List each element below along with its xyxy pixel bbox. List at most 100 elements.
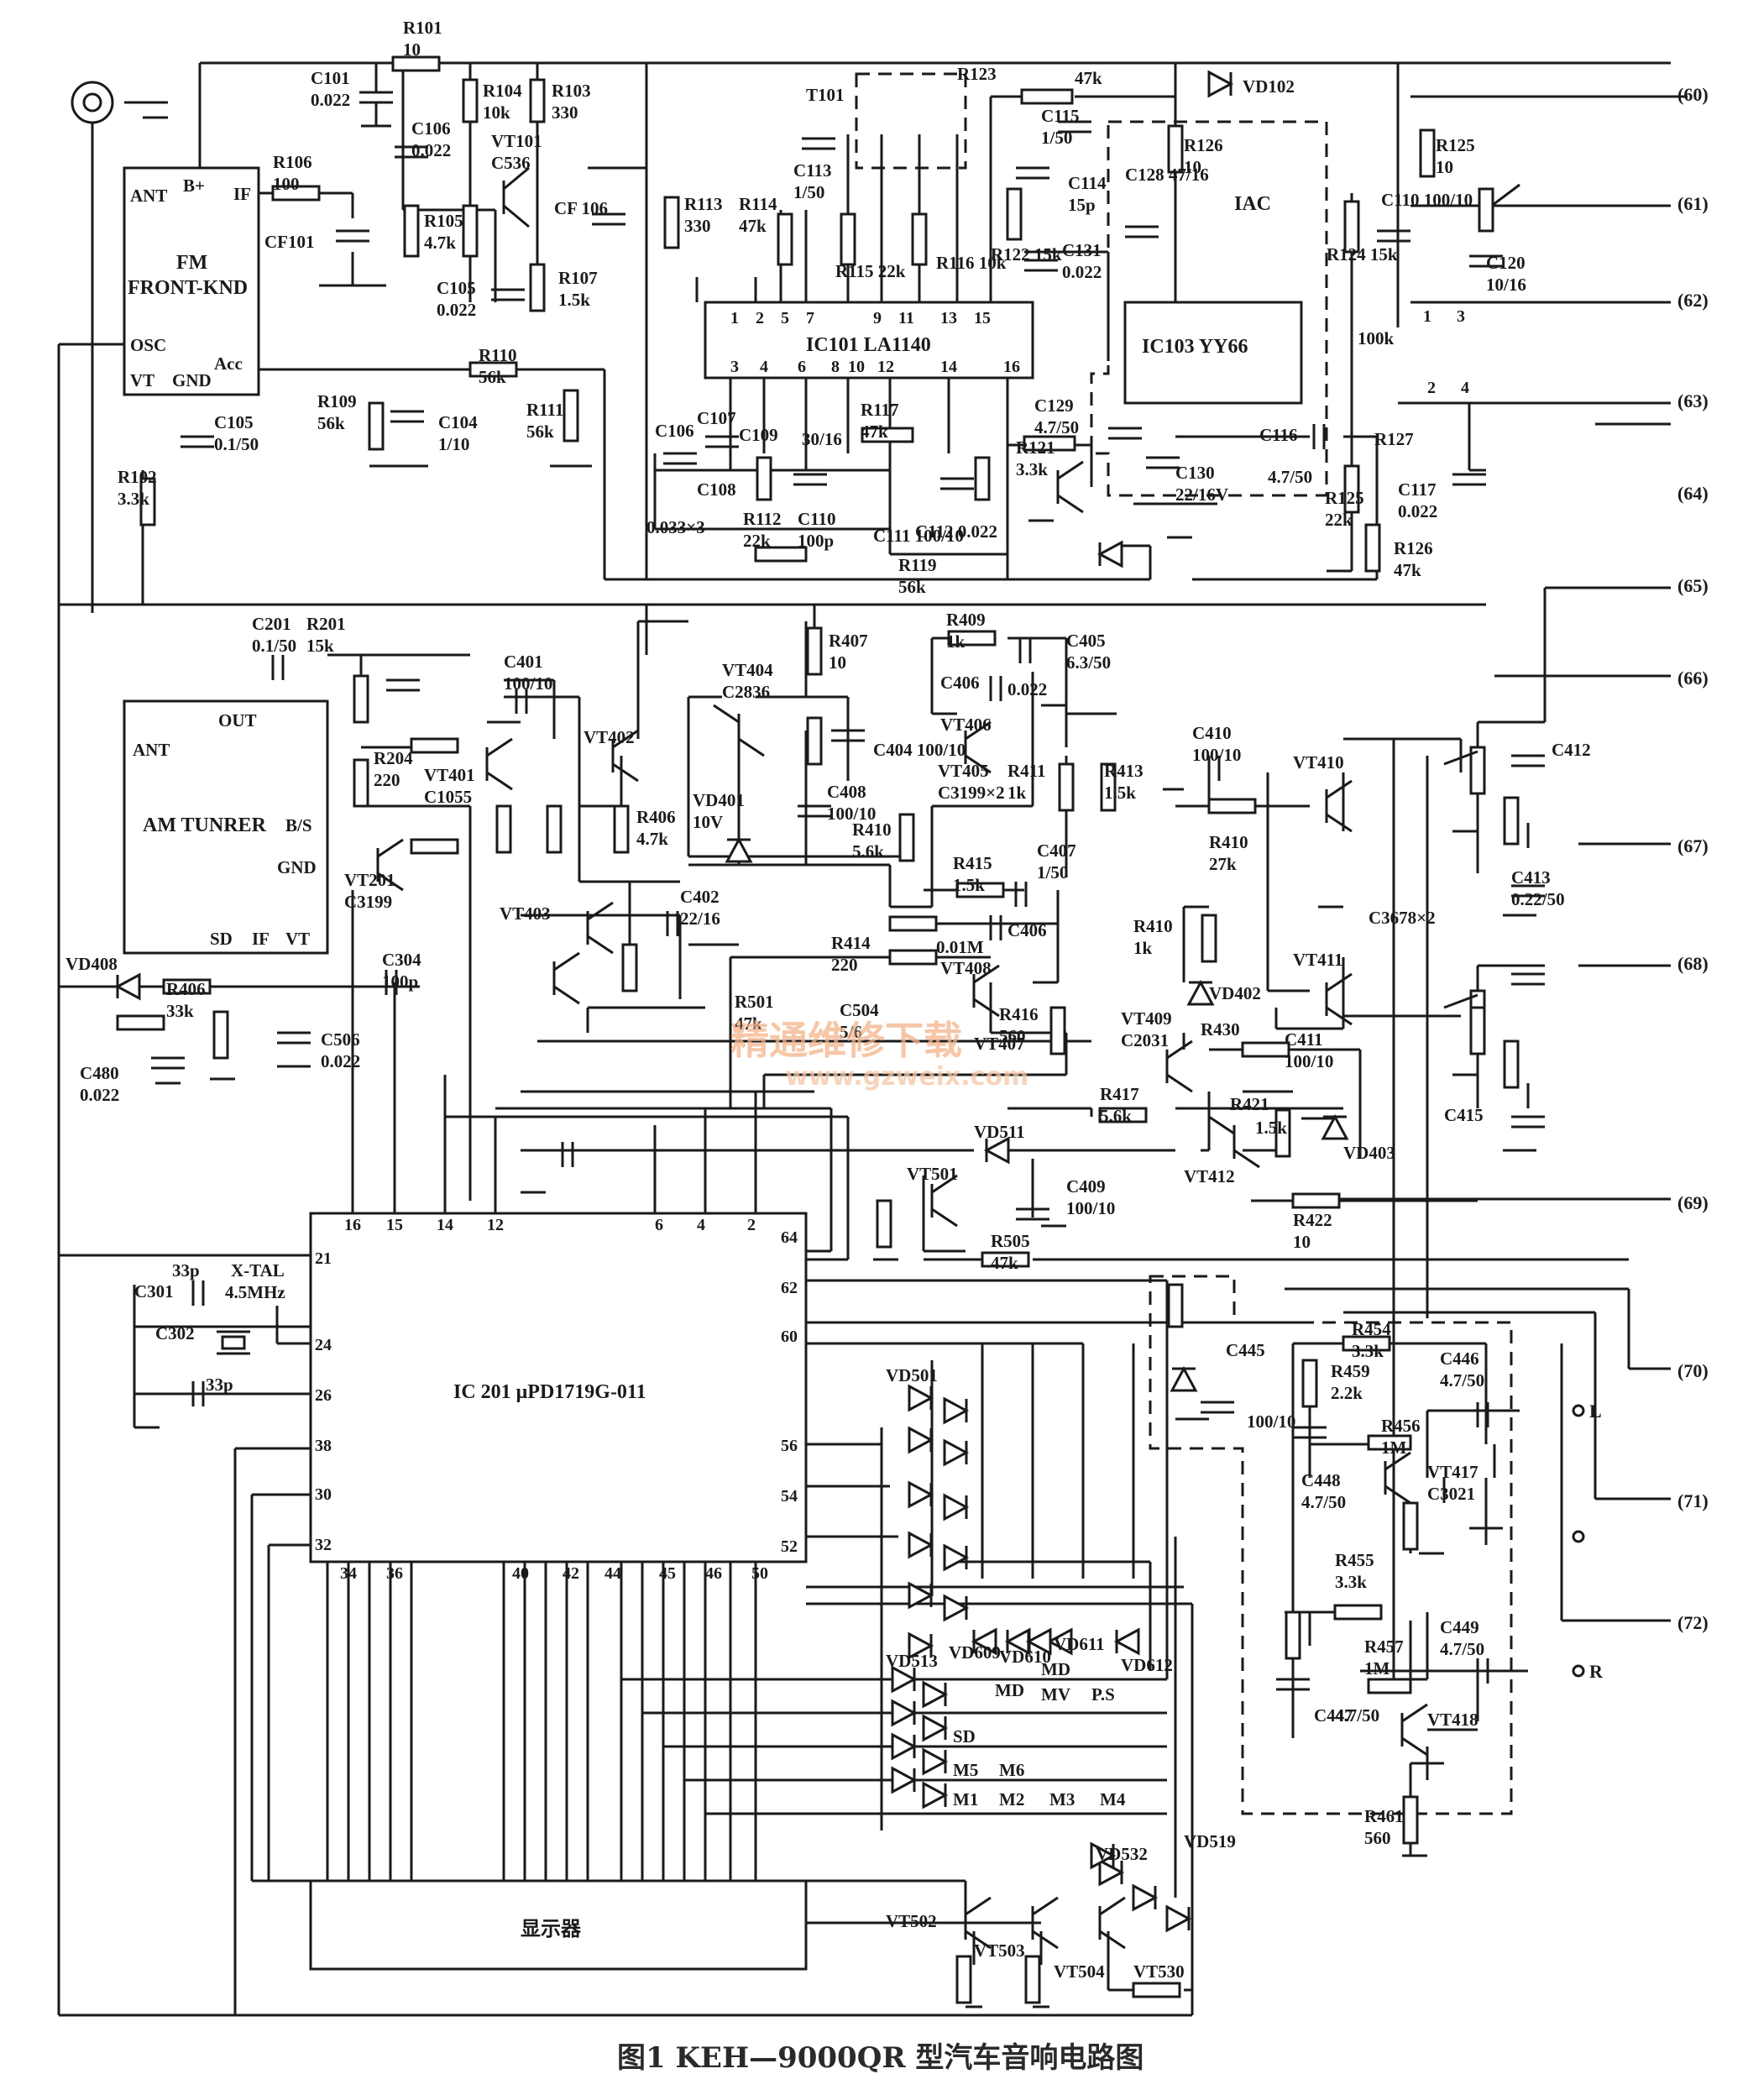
transistors — [376, 166, 1428, 1950]
ic101-pin-3: 3 — [730, 358, 739, 376]
c131-value: 0.022 — [1062, 262, 1102, 282]
c411-ref: C411 — [1285, 1029, 1323, 1050]
r101-ref: R101 — [403, 18, 442, 38]
r201-ref: R201 — [306, 614, 346, 634]
left-output-label: L — [1589, 1401, 1602, 1422]
vd501-ref: VD501 — [886, 1365, 938, 1385]
c117-value: 0.022 — [1398, 501, 1437, 521]
r414-value: 220 — [831, 955, 858, 975]
vd513-ref: VD513 — [886, 1651, 938, 1671]
c105a-value: 0.022 — [437, 300, 476, 320]
c415-ref: C415 — [1444, 1105, 1484, 1125]
vd511-ref: VD511 — [974, 1122, 1025, 1142]
r413-value: 1.5k — [1104, 783, 1136, 803]
r409-value: 1k — [946, 631, 966, 652]
matrix-diode-b-0 — [943, 1396, 970, 1425]
r417-ref: R417 — [1100, 1084, 1139, 1104]
r0-value: 0.01M — [936, 937, 984, 957]
vd102-diode — [1207, 70, 1234, 98]
right-output-label: R — [1589, 1661, 1604, 1682]
ic201-pin-15: 15 — [386, 1216, 403, 1234]
r410a-ref: R410 — [852, 820, 892, 840]
r126a-ref: R126 — [1184, 135, 1223, 155]
c304-value: 100p — [382, 971, 418, 992]
r415-value: 1.5k — [953, 875, 985, 895]
terminal-63: (63) — [1677, 390, 1709, 411]
r422-value: 10 — [1293, 1232, 1311, 1252]
am-vt-pin: VT — [285, 929, 310, 949]
terminal-61: (61) — [1677, 193, 1709, 214]
c449-value: 4.7/50 — [1440, 1639, 1484, 1659]
matrix-diode-b-1 — [943, 1438, 970, 1467]
r105-value: 4.7k — [424, 233, 456, 253]
c413-ref: C413 — [1511, 867, 1551, 888]
ic201-pin-12: 12 — [487, 1216, 504, 1234]
c410-ref: C410 — [1192, 723, 1232, 743]
vt201-value: C3199 — [344, 892, 392, 912]
vd401-diode — [725, 836, 753, 863]
fm-if-pin: IF — [233, 184, 251, 204]
c480-ref: C480 — [80, 1063, 119, 1083]
display-key-ps: P.S — [1091, 1684, 1115, 1705]
matrix-diode-d-0 — [922, 1680, 949, 1709]
r117-value: 47k — [861, 422, 888, 442]
display-key-m3: M3 — [1049, 1789, 1075, 1809]
matrix-diode-c-3 — [891, 1766, 918, 1794]
display-key-m4: M4 — [1100, 1789, 1126, 1809]
c116-value: 4.7/50 — [1268, 467, 1312, 487]
ic101-pin-14: 14 — [940, 358, 957, 376]
c114-ref: C114 — [1068, 173, 1107, 193]
vt417-ref: VT417 — [1427, 1462, 1478, 1482]
vd610-ref: VD610 — [999, 1647, 1051, 1667]
vd612-ref: VD612 — [1121, 1655, 1173, 1675]
c105b-value: 0.1/50 — [214, 434, 259, 454]
c114-value: 15p — [1068, 195, 1096, 215]
r115-ref: R115 22k — [835, 261, 906, 281]
matrix-diode-a-2 — [908, 1480, 934, 1509]
am-sd-pin: SD — [210, 929, 233, 949]
r113-value: 330 — [684, 216, 711, 236]
vt417-value: C3021 — [1427, 1484, 1475, 1504]
c407-ref: C407 — [1037, 841, 1076, 861]
ic201-pin-60: 60 — [781, 1328, 798, 1346]
ic201-pin-56: 56 — [781, 1437, 798, 1455]
c408-ref: C408 — [827, 782, 866, 802]
ic201-pin-16: 16 — [344, 1216, 361, 1234]
c447-ref: C447 — [1314, 1705, 1353, 1726]
c406b-ref: C406 — [1007, 920, 1047, 940]
r455-ref: R455 — [1335, 1550, 1374, 1570]
r126b-value: 47k — [1394, 560, 1421, 580]
r407-value: 10 — [829, 652, 846, 673]
r416-ref: R416 — [999, 1004, 1039, 1024]
c447-value: 4.7/50 — [1335, 1705, 1379, 1726]
c106b-ref: C106 — [655, 421, 694, 441]
vt402-ref: VT402 — [584, 727, 635, 747]
vd408-ref: VD408 — [65, 954, 118, 974]
ic101-pin-10: 10 — [848, 358, 865, 376]
c120-ref: C120 — [1486, 253, 1526, 273]
ic101-pin-16: 16 — [1003, 358, 1020, 376]
ic101-pin-2: 2 — [756, 309, 764, 327]
vd102-ref: VD102 — [1243, 76, 1295, 97]
c409-value: 100/10 — [1066, 1198, 1115, 1218]
ic103-pin-3: 3 — [1457, 307, 1465, 326]
matrix-diode-b-4 — [943, 1594, 970, 1622]
r501-ref: R501 — [735, 992, 774, 1012]
c131-ref: C131 — [1062, 240, 1102, 260]
wires — [57, 61, 1688, 2017]
ic201-pin-24: 24 — [315, 1336, 332, 1354]
ic101-pin-5: 5 — [781, 309, 789, 327]
c112-ref: C112 0.022 — [915, 521, 997, 542]
c412-ref: C412 — [1552, 740, 1591, 760]
c108-ref: C108 — [697, 479, 736, 500]
c301-ref: C301 — [134, 1281, 174, 1301]
c115-ref: C115 — [1041, 106, 1080, 126]
r501-value: 47k — [735, 1013, 762, 1034]
c110b-value: 100p — [798, 531, 834, 551]
